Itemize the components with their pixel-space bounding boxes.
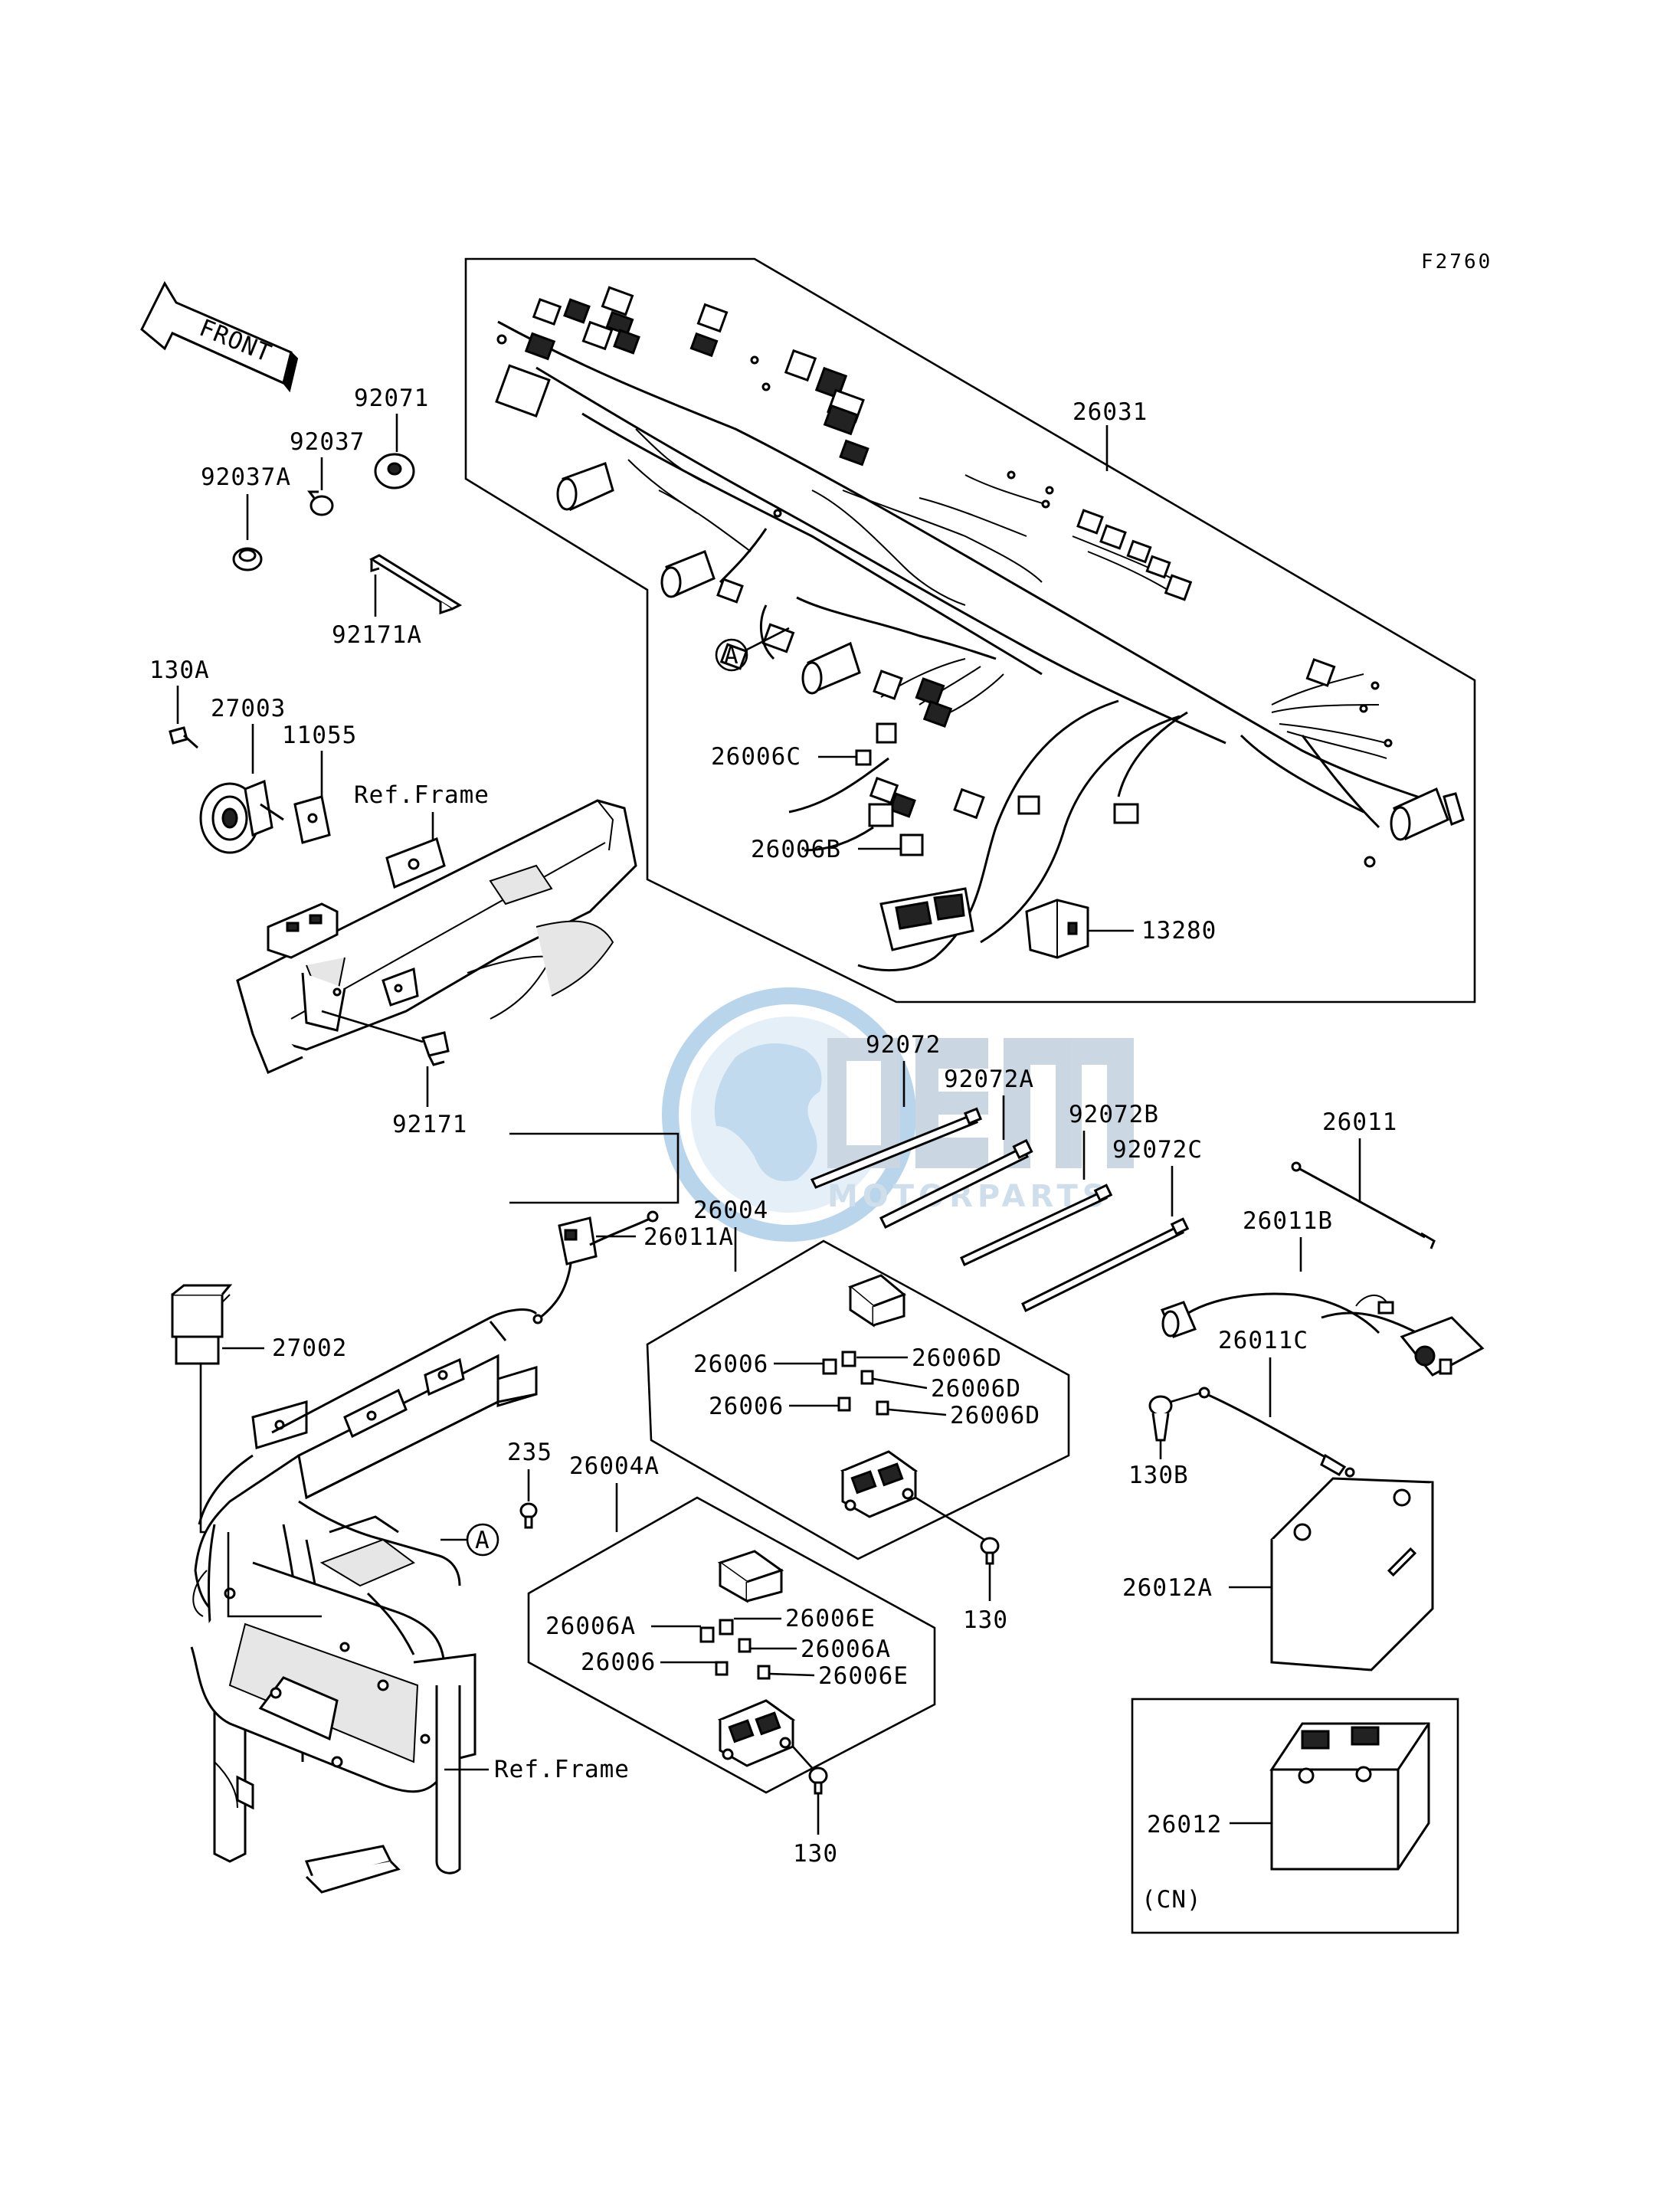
tie-wrap-92072C [1021, 1217, 1190, 1313]
frame-section-bottom [190, 1308, 538, 1894]
callout-26006D-2: 26006D [931, 1375, 1021, 1403]
callout-26006-1: 26006 [693, 1351, 768, 1378]
callout-130-1: 130 [963, 1606, 1008, 1634]
fuse-box-26004A-group [527, 1496, 936, 1794]
relay-27002 [171, 1284, 233, 1365]
callout-92037: 92037 [290, 428, 365, 456]
tie-wrap-92072A [879, 1138, 1033, 1229]
callout-92072B: 92072B [1069, 1101, 1159, 1128]
watermark-letter-e-gap1 [938, 1069, 988, 1092]
watermark-letter-o-hole [847, 1061, 881, 1145]
marker-a-label-bottom: A [475, 1527, 490, 1554]
callout-26006-2: 26006 [709, 1393, 784, 1420]
callout-26006D-1: 26006D [912, 1344, 1002, 1372]
cn-battery-box [1131, 1698, 1459, 1934]
callout-27003: 27003 [211, 695, 286, 722]
marker-a-label: A [724, 642, 739, 670]
tie-wrap-92072B [960, 1184, 1113, 1267]
harness-boundary [464, 257, 1476, 1004]
grommet-92071 [374, 453, 415, 489]
ref-frame-label-bottom: Ref.Frame [494, 1756, 630, 1783]
clip-92171 [421, 1031, 450, 1066]
callout-26006A-1: 26006A [545, 1613, 636, 1640]
callout-13280: 13280 [1141, 917, 1217, 945]
callout-92072: 92072 [866, 1031, 941, 1059]
callout-92171: 92171 [392, 1111, 467, 1138]
cable-26011 [1291, 1161, 1436, 1249]
callout-26006D-3: 26006D [950, 1402, 1040, 1429]
bolt-130A [169, 726, 198, 749]
callout-26011: 26011 [1322, 1108, 1397, 1136]
cable-26011C [1198, 1387, 1355, 1478]
callout-27002: 27002 [272, 1334, 347, 1362]
callout-92037A: 92037A [201, 463, 291, 491]
bolt-130B [1148, 1395, 1173, 1442]
harness-connectors [495, 286, 1465, 951]
frame-section-top [236, 799, 637, 1075]
callout-26004A: 26004A [569, 1452, 660, 1480]
harness-trunk [497, 320, 1441, 806]
callout-26006B: 26006B [751, 836, 841, 863]
callout-26006C: 26006C [711, 743, 801, 771]
callout-92072A: 92072A [944, 1066, 1034, 1093]
cover-13280 [1025, 899, 1089, 959]
callout-130B: 130B [1128, 1462, 1189, 1489]
battery-26012 [1269, 1722, 1430, 1871]
callout-11055: 11055 [282, 722, 357, 749]
callout-26011B: 26011B [1243, 1207, 1333, 1235]
watermark-continent [714, 1043, 822, 1181]
bracket-92171A [368, 554, 463, 615]
callout-26012: 26012 [1147, 1811, 1222, 1838]
relay-26011A [532, 1210, 659, 1324]
callout-92071: 92071 [354, 385, 429, 412]
harness-26031-group [464, 257, 1476, 1004]
callout-26006E-2: 26006E [818, 1662, 909, 1690]
fuse-26006B [899, 833, 924, 856]
callout-26011C: 26011C [1218, 1327, 1308, 1354]
callout-26011A: 26011A [644, 1223, 734, 1251]
callout-235: 235 [507, 1439, 552, 1466]
clamp-92037A [232, 547, 263, 571]
battery-26012A [1270, 1477, 1434, 1671]
callout-130-2: 130 [793, 1840, 838, 1868]
callout-26004: 26004 [693, 1197, 768, 1224]
bolt-130-2 [808, 1766, 828, 1795]
callout-26006A-2: 26006A [801, 1635, 891, 1663]
marker-a-circle [715, 638, 748, 672]
watermark-letter-e [915, 1038, 988, 1168]
bolt-130-1 [980, 1537, 1000, 1565]
callout-92072C: 92072C [1112, 1136, 1203, 1164]
callout-26012A: 26012A [1122, 1574, 1213, 1602]
callout-26031: 26031 [1073, 398, 1148, 426]
fuse-box-26004-group [646, 1239, 1070, 1560]
bracket-11055 [293, 795, 331, 844]
callout-130A: 130A [149, 656, 210, 684]
callout-92171A: 92171A [332, 621, 422, 649]
bolt-235 [519, 1502, 538, 1529]
tie-wrap-92072 [810, 1107, 982, 1189]
harness-branch-lower [857, 699, 1119, 971]
callout-26006E-1: 26006E [785, 1605, 876, 1632]
oem-watermark: MOTORPARTS [662, 987, 1134, 1242]
horn-27003 [199, 779, 284, 854]
clamp-92037 [307, 490, 334, 516]
ref-frame-label-top: Ref.Frame [354, 781, 490, 809]
watermark-letter-m [1004, 1038, 1134, 1168]
watermark-ring [662, 987, 916, 1242]
callout-26006-3: 26006 [581, 1649, 656, 1676]
diagram-code: F2760 [1421, 250, 1492, 273]
fuse-26006C [855, 749, 872, 766]
cable-26011B [1160, 1292, 1485, 1377]
front-arrow-icon: FRONT [140, 280, 299, 393]
cn-note: (CN) [1141, 1886, 1202, 1914]
